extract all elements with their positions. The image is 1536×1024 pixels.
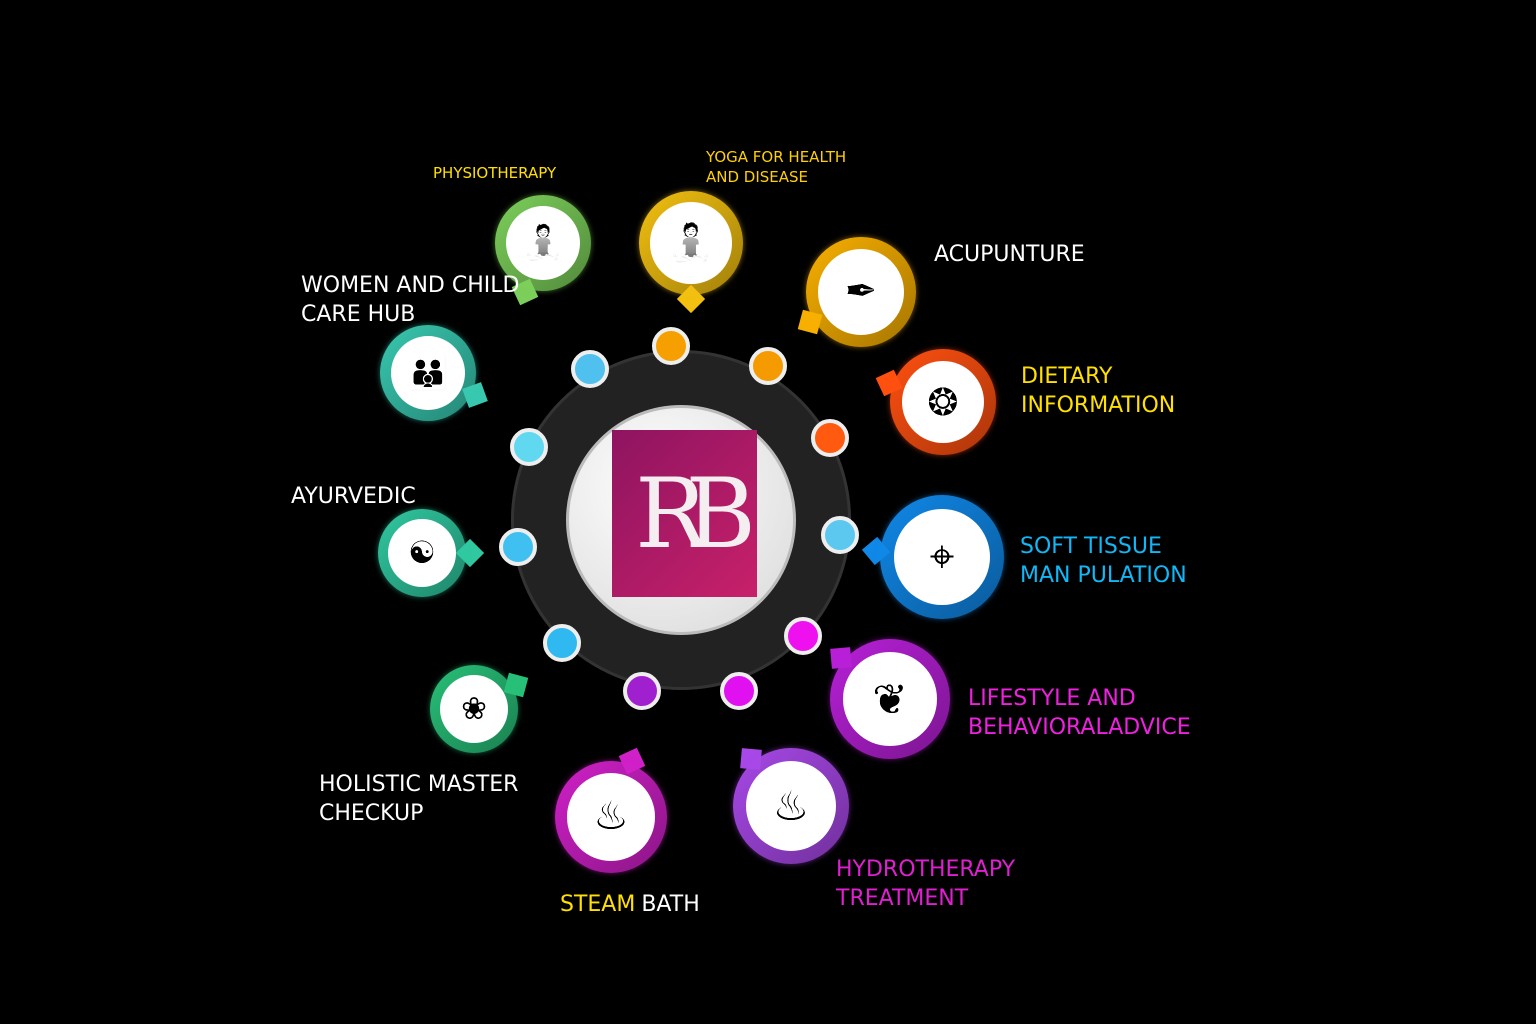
connector-dot (720, 672, 758, 710)
crosshair-icon: ⌖ (893, 508, 991, 606)
label-line: SOFT TISSUE (1020, 534, 1162, 559)
service-bubble[interactable]: 🧘 (495, 195, 591, 291)
steam-icon: ♨ (567, 773, 655, 861)
connector-dot (811, 419, 849, 457)
service-label: AYURVEDIC (291, 482, 416, 511)
service-label: PHYSIOTHERAPY (433, 163, 556, 183)
label-line: TREATMENT (836, 886, 969, 911)
connector-dot (571, 350, 609, 388)
label-line: MAN PULATION (1020, 563, 1187, 588)
logo-monogram: RB (612, 430, 757, 597)
service-bubble[interactable]: ♨ (555, 761, 667, 873)
connector-dot (623, 672, 661, 710)
diet-icon: ❂ (901, 360, 985, 444)
connector-dot (821, 516, 859, 554)
label-line: BEHAVIORALADVICE (968, 715, 1191, 740)
service-label: LIFESTYLE AND BEHAVIORALADVICE (968, 684, 1191, 742)
logo-text: RB (635, 457, 756, 570)
mother-child-icon: 👪 (390, 335, 466, 411)
service-label: HOLISTIC MASTER CHECKUP (319, 770, 518, 828)
label-line: HOLISTIC MASTER (319, 772, 519, 797)
connector-dot (652, 327, 690, 365)
service-label: HYDROTHERAPY TREATMENT (836, 855, 1015, 913)
label-line: HYDROTHERAPY (836, 857, 1016, 882)
label-line: WOMEN AND CHILD (301, 273, 520, 298)
ayurveda-bowl-icon: ☯ (387, 518, 457, 588)
service-label: WOMEN AND CHILD CARE HUB (301, 271, 519, 329)
label-line: CARE HUB (301, 302, 416, 327)
label-line: DIETARY (1021, 364, 1113, 389)
physiotherapy-icon: 🧘 (505, 205, 581, 281)
service-bubble[interactable]: ☯ (378, 509, 466, 597)
label-line: PHYSIOTHERAPY (433, 164, 557, 182)
label-line: ACUPUNTURE (934, 242, 1085, 267)
service-bubble[interactable]: ❀ (430, 665, 518, 753)
service-bubble[interactable]: ❂ (890, 349, 996, 455)
service-bubble[interactable]: ♨ (733, 748, 849, 864)
acupuncture-icon: ✒ (818, 249, 904, 335)
service-bubble[interactable]: ⌖ (880, 495, 1004, 619)
service-bubble[interactable]: 👪 (380, 325, 476, 421)
label-line: YOGA FOR HEALTH (706, 148, 847, 166)
service-bubble[interactable]: ❦ (830, 639, 950, 759)
label-line: LIFESTYLE AND (968, 686, 1136, 711)
yoga-icon: 🧘 (650, 202, 732, 284)
service-label: YOGA FOR HEALTH AND DISEASE (706, 147, 846, 187)
service-bubble[interactable]: ✒ (806, 237, 916, 347)
holistic-hands-icon: ❀ (439, 674, 509, 744)
service-bubble[interactable]: 🧘 (639, 191, 743, 295)
bath-bowl-icon: ♨ (745, 760, 837, 852)
service-label: DIETARY INFORMATION (1021, 362, 1175, 420)
label-line: AND DISEASE (706, 168, 809, 186)
label-line: CHECKUP (319, 801, 424, 826)
label-line: INFORMATION (1021, 393, 1176, 418)
label-line: BATH (641, 892, 700, 917)
connector-dot (499, 528, 537, 566)
connector-dot (510, 428, 548, 466)
connector-dot (784, 617, 822, 655)
service-label: SOFT TISSUE MAN PULATION (1020, 532, 1187, 590)
connector-dot (543, 624, 581, 662)
service-label: ACUPUNTURE (934, 240, 1085, 269)
connector-dot (749, 347, 787, 385)
leaves-icon: ❦ (843, 652, 937, 746)
label-line: AYURVEDIC (291, 484, 416, 509)
label-line: STEAM (560, 892, 636, 917)
